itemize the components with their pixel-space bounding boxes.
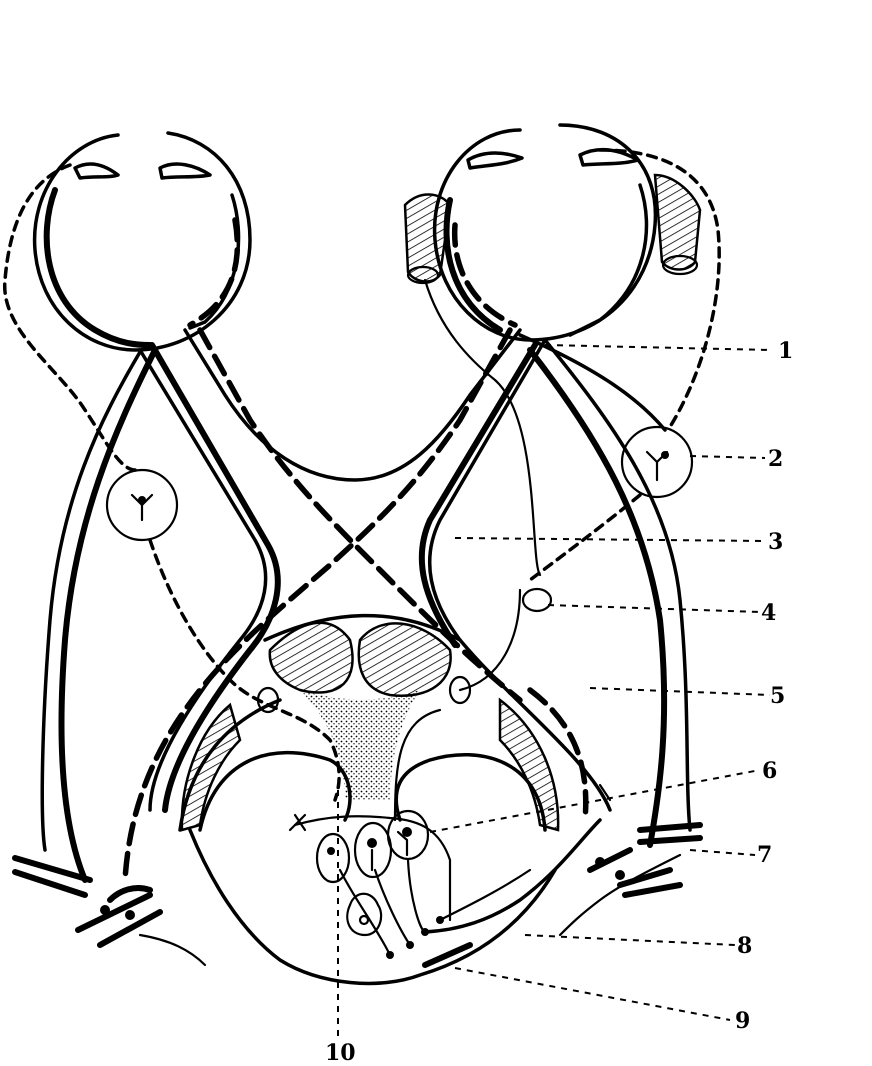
figure-labels: 1 2 3 4 5 6 7 8 9 10 xyxy=(325,338,793,1066)
label-3: 3 xyxy=(768,529,783,555)
label-5: 5 xyxy=(770,683,785,709)
ciliary-ganglion-right xyxy=(620,425,694,499)
label-2: 2 xyxy=(768,446,783,472)
label-6: 6 xyxy=(762,758,777,784)
label-1: 1 xyxy=(778,338,793,364)
optic-chiasm xyxy=(40,327,692,883)
midbrain-section xyxy=(178,613,560,986)
left-eyeball xyxy=(32,131,252,352)
nerve-stumps-left xyxy=(12,855,207,967)
nerve-stumps-right xyxy=(558,783,703,937)
ciliary-ganglion-left xyxy=(105,468,179,542)
leader-lines xyxy=(337,344,771,1040)
nucleus-middle xyxy=(353,821,393,879)
nucleus-10 xyxy=(315,832,351,884)
label-4: 4 xyxy=(761,600,776,626)
pupillary-fibres xyxy=(3,148,721,802)
oculomotor-fibres xyxy=(288,708,602,968)
label-10: 10 xyxy=(325,1040,356,1066)
label-8: 8 xyxy=(737,933,752,959)
label-7: 7 xyxy=(757,842,772,868)
label-9: 9 xyxy=(735,1008,750,1034)
